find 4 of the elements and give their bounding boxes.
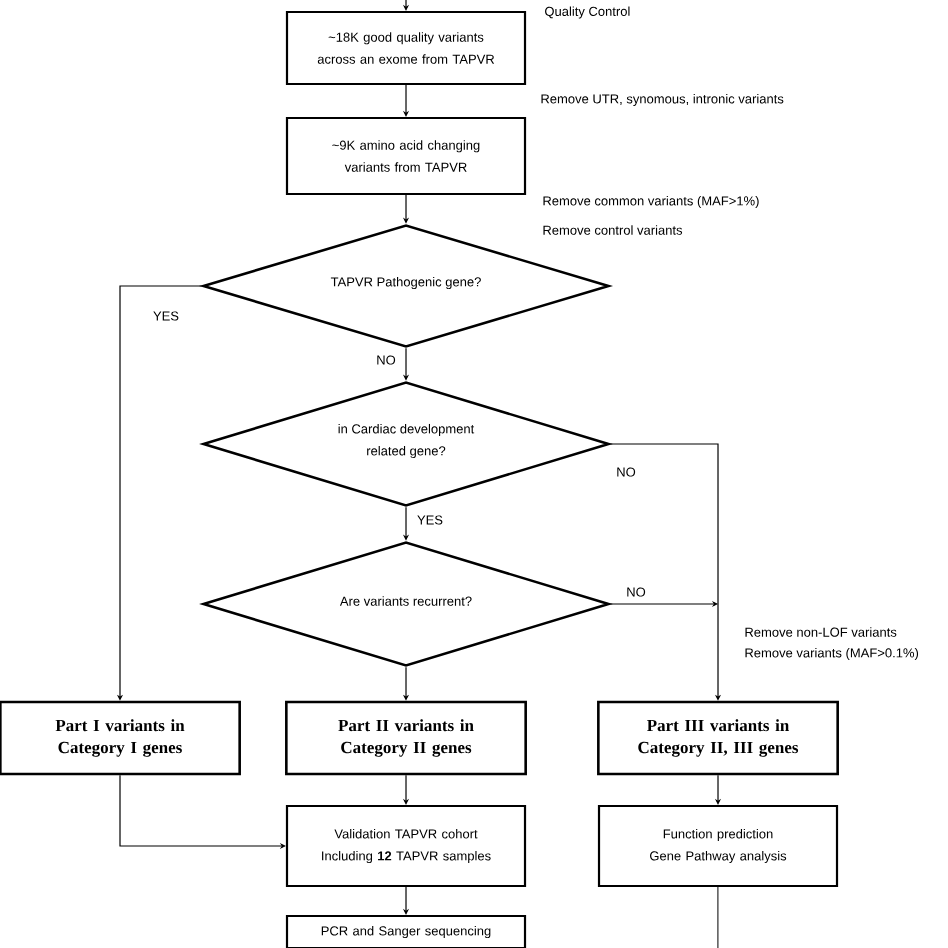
arrow [609,443,722,701]
result-box: Part III variants in Category II, III genes [597,700,839,776]
result-box: Part II variants in Category II genes [285,700,527,776]
result-box: Part I variants in Category I genes [0,700,241,776]
